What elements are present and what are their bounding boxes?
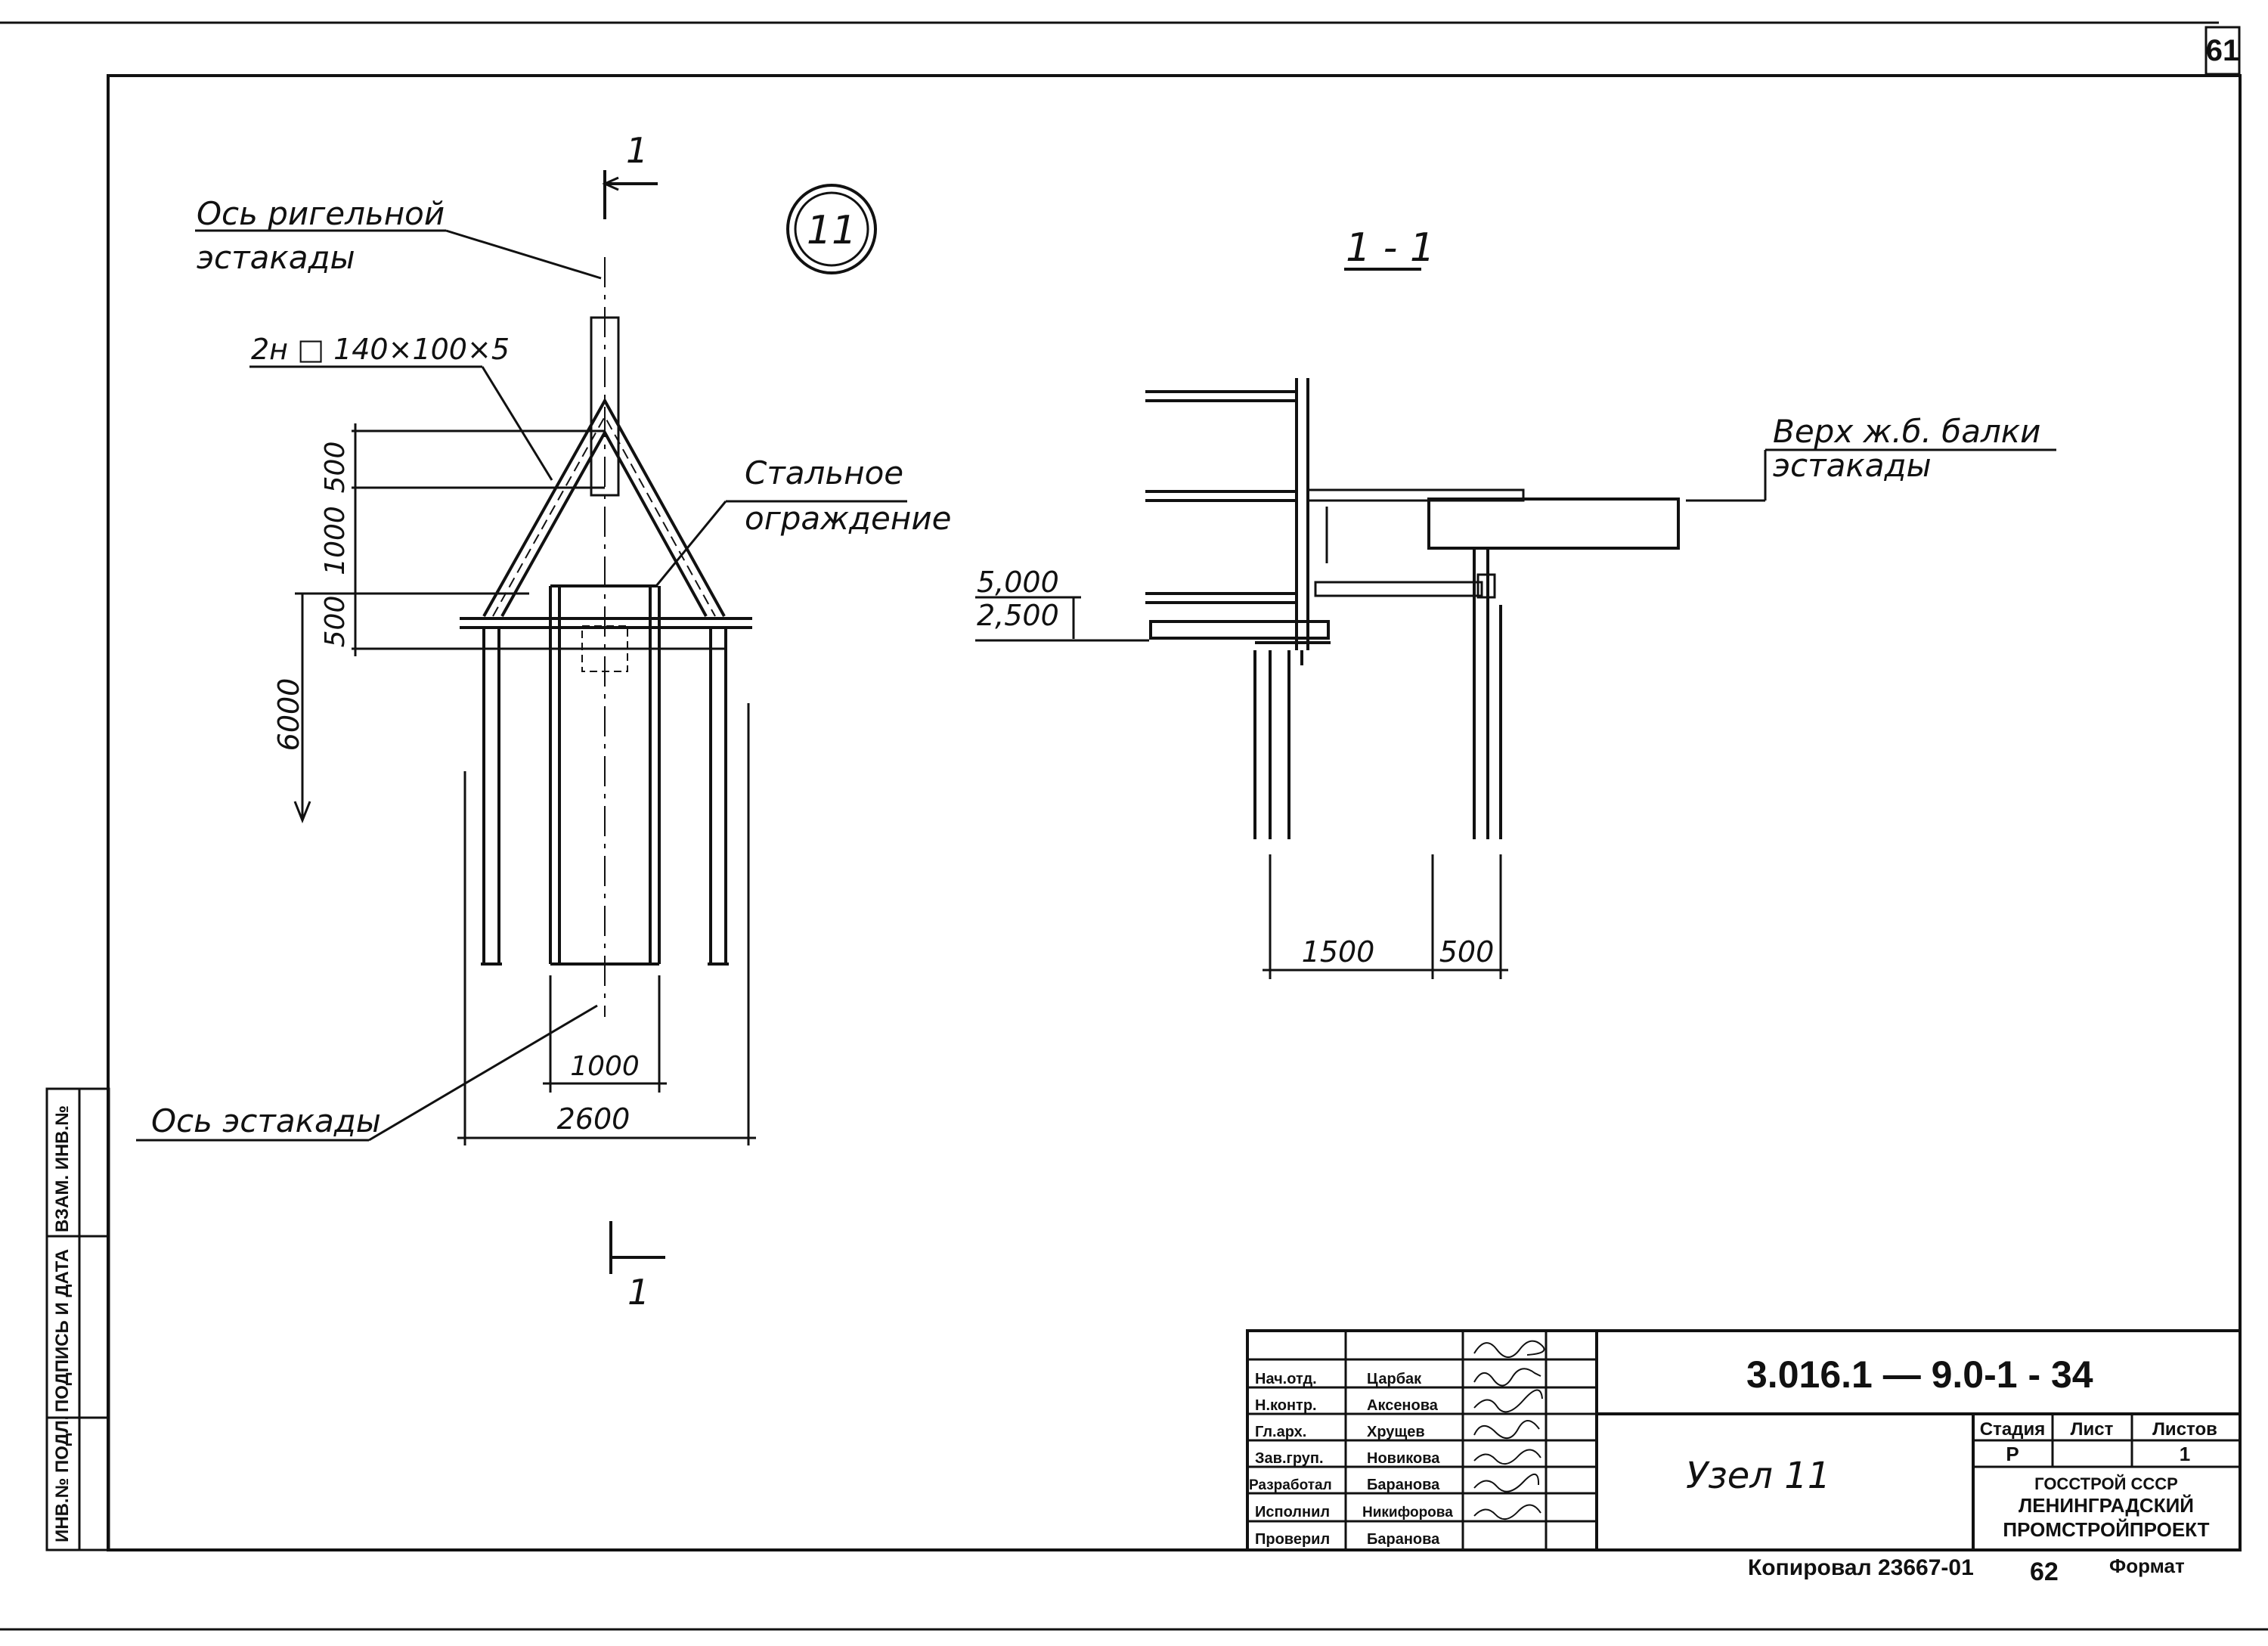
side-stamp-inv-podl: ИНВ.№ ПОДЛ. [52,1415,73,1542]
plan-view: 1 1 Ось ригельной эстакады 2н □ 140×100×… [136,130,951,1313]
leader-axis-overpass [136,1004,598,1142]
section-mark-top: 1 [626,130,648,171]
side-stamp-signature-date: ПОДПИСЬ И ДАТА [52,1249,73,1412]
drawing-name: Узел 11 [1686,1455,1830,1497]
footer-page: 62 [2030,1558,2059,1586]
role-label: Разработал [1249,1477,1332,1493]
upper-member [590,316,620,497]
section-columns [1253,548,1502,839]
label-steel-fence-2: ограждение [745,500,951,537]
dim-1500: 1500 [1302,935,1375,969]
sheets-value: 1 [2180,1443,2190,1465]
leader-axis-riegel [195,229,602,280]
dim-500-top: 500 [320,442,351,494]
node-marker: 11 [786,184,877,274]
role-name: Новикова [1367,1450,1440,1467]
section-view: 1 - 1 [975,225,2056,979]
role-name: Баранова [1367,1477,1440,1493]
section-cut-bottom [609,1221,665,1274]
dim-500-bottom: 500 [320,596,351,648]
side-stamp: ИНВ.№ ПОДЛ. ПОДПИСЬ И ДАТА ВЗАМ. ИНВ.№ [45,1087,110,1551]
org-line-2: ЛЕНИНГРАДСКИЙ [2019,1494,2194,1517]
org-line-1: ГОССТРОЙ СССР [2034,1474,2178,1493]
role-label: Н.контр. [1255,1397,1317,1414]
label-steel-fence-1: Стальное [745,454,903,491]
sheet-number-top: 61 [2206,34,2240,67]
leader-beam-top [1686,448,2056,502]
section-deck [1149,573,1496,665]
label-beam-top-2: эстакады [1773,447,1932,484]
horizontal-rail [460,617,752,629]
role-name: Аксенова [1367,1397,1439,1414]
role-label: Зав.груп. [1255,1450,1324,1467]
signatures [1473,1340,1545,1520]
role-label: Проверил [1255,1531,1330,1548]
sheets-header: Листов [2152,1419,2217,1440]
section-title: 1 - 1 [1346,225,1435,271]
svg-text:11: 11 [807,208,857,253]
footer-copied: Копировал 23667-01 [1748,1555,1974,1580]
dim-2600: 2600 [557,1102,631,1136]
side-posts [481,628,729,966]
side-stamp-vzam-inv: ВЗАМ. ИНВ.№ [52,1105,73,1232]
stage-value: Р [2006,1443,2019,1465]
sheet-header: Лист [2071,1419,2114,1440]
role-name: Баранова [1367,1531,1440,1548]
label-profile: 2н □ 140×100×5 [251,333,510,366]
dim-1000-width: 1000 [570,1051,640,1082]
role-label: Гл.арх. [1255,1424,1306,1440]
org-line-3: ПРОМСТРОЙПРОЕКТ [2003,1518,2209,1541]
section-fence-post [1145,378,1309,650]
section-beam [1306,488,1680,563]
level-marks [975,596,1149,642]
stage-header: Стадия [1980,1419,2045,1440]
section-mark-bottom: 1 [627,1272,649,1313]
drawing-code: 3.016.1 — 9.0-1 - 34 [1746,1353,2093,1396]
dim-6000: 6000 [272,678,305,752]
title-block: Нач.отд. Царбак Н.контр. Аксенова Гл.арх… [1246,1329,2242,1551]
level-5000: 5,000 [977,566,1059,599]
footer-format: Формат [2109,1555,2185,1577]
vertical-dimensions [293,423,726,824]
role-name: Царбак [1367,1371,1422,1387]
label-axis-overpass: Ось эстакады [151,1102,381,1139]
section-cut-top [602,170,658,219]
role-name: Никифорова [1362,1505,1453,1520]
label-axis-riegel-2: эстакады [197,239,355,276]
dim-500: 500 [1439,935,1495,969]
role-name: Хрущев [1367,1424,1425,1440]
sheet-frame [0,21,2268,1631]
inclined-fence [482,397,726,617]
section-bottom-dimension [1263,854,1508,979]
level-2500: 2,500 [977,599,1059,632]
label-axis-riegel-1: Ось ригельной [197,195,445,232]
role-label: Нач.отд. [1255,1371,1317,1387]
dim-1000-vertical: 1000 [320,506,351,575]
label-beam-top-1: Верх ж.б. балки [1773,413,2040,450]
role-label: Исполнил [1255,1504,1330,1520]
